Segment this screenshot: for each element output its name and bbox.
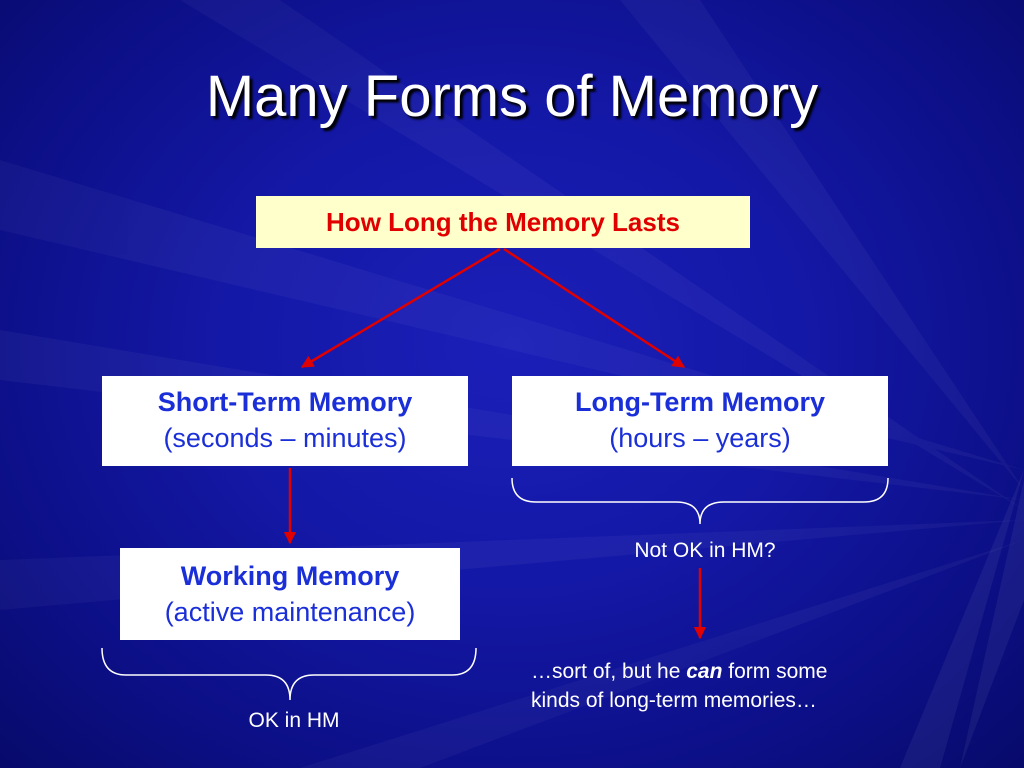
arrow-root-to-long-term (503, 247, 686, 369)
short-term-memory-duration: (seconds – minutes) (163, 423, 407, 453)
brace-long-term (511, 477, 889, 525)
brace-working-memory (101, 647, 477, 701)
sortof-line1-post: form some (722, 660, 828, 683)
sortof-line2: kinds of long-term memories… (531, 689, 817, 712)
working-memory-description: (active maintenance) (164, 597, 416, 627)
sortof-line1-pre: …sort of, but he (531, 660, 687, 683)
long-term-memory-duration: (hours – years) (609, 423, 791, 453)
slide-title: Many Forms of Memory (205, 64, 819, 129)
ok-in-hm-label: OK in HM (248, 709, 340, 732)
sortof-note: …sort of, but he can form some kinds of … (531, 657, 951, 715)
sortof-line1-emphasis: can (686, 660, 723, 683)
root-box-memory-duration: How Long the Memory Lasts (256, 196, 750, 248)
short-term-memory-box: Short-Term Memory (seconds – minutes) (102, 376, 468, 466)
working-memory-box: Working Memory (active maintenance) (120, 548, 460, 640)
arrow-root-to-short-term (300, 247, 501, 369)
short-term-memory-heading: Short-Term Memory (157, 387, 413, 417)
long-term-memory-heading: Long-Term Memory (574, 387, 825, 417)
not-ok-in-hm-label: Not OK in HM? (634, 539, 776, 562)
long-term-memory-box: Long-Term Memory (hours – years) (512, 376, 888, 466)
working-memory-heading: Working Memory (180, 561, 400, 591)
